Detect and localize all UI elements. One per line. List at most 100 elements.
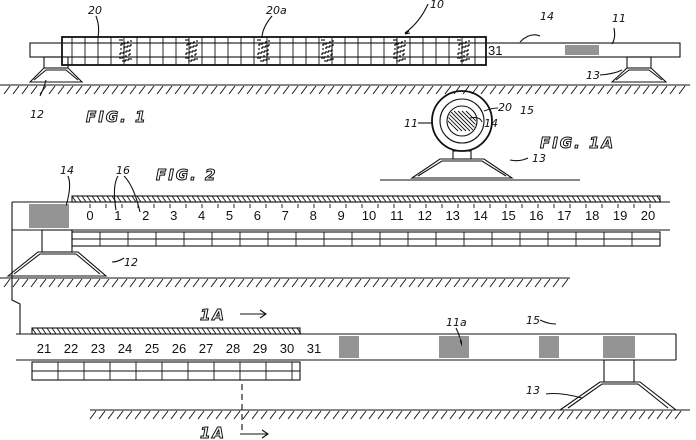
strip-hatch-stroke (86, 327, 92, 335)
strip-hatch-stroke (121, 327, 127, 335)
strip-hatch-stroke (441, 195, 447, 203)
scale-lower-label: 22 (64, 341, 78, 356)
sleeve-stipple-dot (322, 48, 324, 50)
ground-hatch-stroke (102, 278, 110, 288)
ground-hatch-stroke (183, 85, 191, 95)
strip-hatch-stroke (241, 327, 247, 335)
ground-hatch-stroke (516, 278, 524, 288)
ground-hatch-stroke (552, 85, 560, 95)
ground-hatch-stroke (282, 85, 290, 95)
ground-hatch-stroke (368, 410, 376, 420)
ground-hatch-stroke (399, 278, 407, 288)
sleeve-stipple-dot (186, 48, 188, 50)
ground-hatch-stroke (566, 410, 574, 420)
ground-hatch-stroke (381, 278, 389, 288)
ref-20-fig1a: 20 (498, 101, 512, 114)
sleeve-stipple-dot (463, 55, 465, 57)
strip-hatch-stroke (76, 195, 82, 203)
strip-hatch-stroke (341, 195, 347, 203)
ground-hatch-stroke (57, 278, 65, 288)
ground-hatch-stroke (156, 85, 164, 95)
strip-hatch-stroke (156, 195, 162, 203)
strip-hatch-stroke (591, 195, 597, 203)
strip-hatch-stroke (151, 327, 157, 335)
strip-hatch-stroke (631, 195, 637, 203)
scale-lower-label: 25 (145, 341, 159, 356)
strip-hatch-stroke (416, 195, 422, 203)
ground-hatch-stroke (323, 410, 331, 420)
strip-hatch-stroke (86, 195, 92, 203)
sleeve-stipple-dot (121, 57, 123, 59)
fig1-ground-hatch (3, 85, 686, 95)
ground-hatch-stroke (548, 410, 556, 420)
strip-hatch-stroke (371, 195, 377, 203)
ground-hatch-stroke (507, 85, 515, 95)
strip-hatch-stroke (301, 195, 307, 203)
fig2-lower-rod-ticks (339, 336, 635, 358)
strip-hatch-stroke (321, 195, 327, 203)
scale-lower-label: 31 (307, 341, 321, 356)
ground-hatch-stroke (386, 410, 394, 420)
sleeve-stipple-dot (457, 53, 459, 55)
sleeve-stipple-dot (188, 52, 190, 54)
strip-hatch-stroke (171, 195, 177, 203)
ground-hatch-stroke (296, 410, 304, 420)
ground-hatch-stroke (341, 410, 349, 420)
strip-hatch-stroke (106, 195, 112, 203)
strip-hatch-stroke (176, 195, 182, 203)
strip-hatch-stroke (526, 195, 532, 203)
ground-hatch-stroke (408, 85, 416, 95)
strip-hatch-stroke (126, 327, 132, 335)
scale-upper-label: 5 (226, 208, 233, 223)
ground-hatch-stroke (282, 278, 290, 288)
sleeve-stipple-dot (395, 39, 397, 41)
strip-hatch-stroke (571, 195, 577, 203)
ground-hatch-stroke (197, 410, 205, 420)
sleeve-stipple-dot (196, 40, 198, 42)
section-hatch-stroke (448, 110, 459, 132)
ground-hatch-stroke (534, 85, 542, 95)
ground-hatch-stroke (570, 85, 578, 95)
ground-hatch-stroke (561, 85, 569, 95)
fig1-leader-10-arrow (404, 30, 411, 35)
ground-hatch-stroke (404, 410, 412, 420)
ground-hatch-stroke (399, 85, 407, 95)
ground-hatch-stroke (467, 410, 475, 420)
strip-hatch-stroke (151, 195, 157, 203)
ground-hatch-stroke (273, 85, 281, 95)
ground-hatch-stroke (489, 278, 497, 288)
ref-12-fig2: 12 (124, 256, 138, 269)
strip-hatch-stroke (196, 327, 202, 335)
sleeve-stipple-dot (119, 53, 121, 55)
ground-hatch-stroke (435, 278, 443, 288)
sleeve-stipple-dot (258, 44, 260, 46)
ground-hatch-stroke (444, 85, 452, 95)
strip-hatch-stroke (241, 195, 247, 203)
strip-hatch-stroke (101, 327, 107, 335)
strip-hatch-stroke (426, 195, 432, 203)
ref-14-fig2: 14 (60, 164, 74, 177)
ground-hatch-stroke (156, 278, 164, 288)
sleeve-stipple-dot (268, 58, 270, 60)
ground-hatch-stroke (84, 278, 92, 288)
strip-hatch-stroke (381, 195, 387, 203)
strip-hatch-stroke (356, 195, 362, 203)
ground-hatch-stroke (66, 278, 74, 288)
ground-hatch-stroke (354, 85, 362, 95)
strip-hatch-stroke (611, 195, 617, 203)
ground-hatch-stroke (102, 85, 110, 95)
ref-15-fig1a: 15 (520, 104, 534, 117)
ground-hatch-stroke (161, 410, 169, 420)
ground-hatch-stroke (233, 410, 241, 420)
ground-hatch-stroke (246, 278, 254, 288)
strip-hatch-stroke (266, 327, 272, 335)
ground-hatch-stroke (678, 85, 686, 95)
sleeve-stipple-dot (128, 50, 130, 52)
ground-hatch-stroke (332, 410, 340, 420)
sleeve-stipple-dot (268, 40, 270, 42)
ground-hatch-stroke (210, 278, 218, 288)
strip-hatch-stroke (286, 327, 292, 335)
ground-hatch-stroke (165, 278, 173, 288)
strip-hatch-stroke (281, 327, 287, 335)
sleeve-stipple-dot (403, 45, 405, 47)
